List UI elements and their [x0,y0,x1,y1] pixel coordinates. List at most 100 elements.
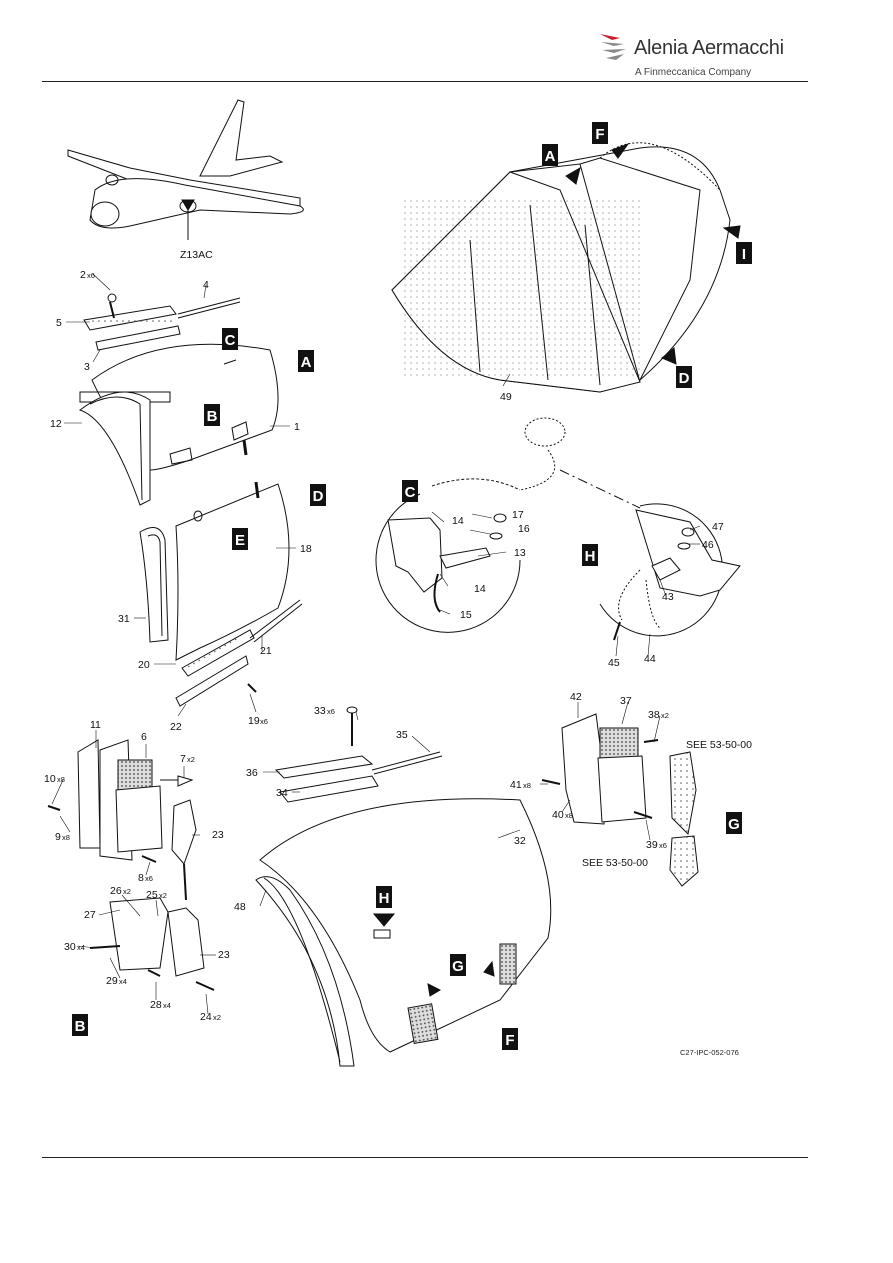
callout-box-b-a: B [204,404,220,426]
callout-box-c-detail: C [402,480,418,502]
callout-box-c-a: C [222,328,238,350]
item-number-label: x4 [77,943,85,952]
item-number-label: 23 [212,829,224,841]
item-number-label: 5 [56,317,62,329]
callout-box-f-view: F [502,1028,518,1050]
company-logo: Alenia Aermacchi A Finmeccanica Company [598,28,798,80]
figure-code: C27-IPC-052-076 [680,1048,739,1057]
item-number-label: 10 [44,773,56,785]
item-number-label: 25 [146,889,158,901]
callout-box-a-main: A [542,144,558,166]
item-number-label: D [679,370,690,387]
item-number-label: 38 [648,709,660,721]
header-rule [42,81,808,82]
callout-box-f-main: F [592,122,608,144]
item-number-label: x2 [159,891,167,900]
item-number-label: 47 [712,521,724,533]
aircraft-locator [67,99,304,240]
item-number-label: x6 [327,707,335,716]
item-number-label: x8 [523,781,531,790]
item-number-label: D [313,488,324,505]
item-number-label: x4 [119,977,127,986]
footer-rule [42,1157,808,1158]
item-number-label: 14 [474,583,486,595]
view-callout-boxes: A F I D A C B D E C H G B H G F [72,122,752,1050]
item-number-label: H [379,890,390,907]
item-number-label: 15 [460,609,472,621]
item-number-label: A [301,354,312,371]
item-number-label: 39 [646,839,658,851]
assembly-view-b [47,739,215,991]
item-number-label: 46 [702,539,714,551]
item-number-label: 6 [141,731,147,743]
item-number-label: A [545,148,556,165]
item-number-label: x8 [565,811,573,820]
callout-box-a-view: A [298,350,314,372]
item-number-label: G [728,816,740,833]
item-number-label: 36 [246,767,258,779]
item-number-label: 29 [106,975,118,987]
item-number-label: 24 [200,1011,212,1023]
item-number-label: x8 [62,833,70,842]
callout-box-i-main: I [736,242,752,264]
assembly-view-g [541,713,699,887]
item-number-label: 45 [608,657,620,669]
callout-box-g-view: G [726,812,742,834]
assembly-view-a [78,293,279,506]
item-number-label: 11 [90,719,101,731]
item-number-label: x2 [123,887,131,896]
item-number-label: 12 [50,418,62,430]
item-number-label: x8 [57,775,65,784]
callout-box-b-view: B [72,1014,88,1036]
item-number-label: H [585,548,596,565]
detail-view-c [375,417,641,633]
item-number-label: C [225,332,236,349]
callout-box-g-f: G [450,954,466,976]
item-number-label: E [235,532,245,549]
item-number-label: I [742,246,746,263]
see-ref-2: SEE 53-50-00 [582,857,648,869]
item-number-label: x6 [145,874,153,883]
item-number-label: 17 [512,509,524,521]
item-number-label: 19 [248,715,260,727]
item-number-label: 27 [84,909,96,921]
item-number-label: 35 [396,729,408,741]
item-number-label: x6 [659,841,667,850]
assembly-view-f [255,706,552,1067]
item-number-label: 7 [180,753,186,765]
item-number-label: 13 [514,547,526,559]
item-number-label: 22 [170,721,182,733]
item-number-label: 2 [80,269,86,281]
company-subtitle: A Finmeccanica Company [635,67,752,78]
item-number-label: x2 [661,711,669,720]
callout-box-h-f: H [376,886,392,908]
company-name: Alenia Aermacchi [634,37,784,59]
callout-box-h-detail: H [582,544,598,566]
item-number-label: G [452,958,464,975]
item-number-label: 31 [118,613,130,625]
item-number-label: B [75,1018,86,1035]
callout-box-d-main: D [676,366,692,388]
item-number-label: 34 [276,787,288,799]
callout-box-e-d: E [232,528,248,550]
wing-stripes-logo-icon [600,34,626,60]
item-number-label: x6 [87,271,95,280]
item-number-label: x6 [260,717,268,726]
item-number-label: 48 [234,901,246,913]
item-number-label: 8 [138,872,144,884]
main-cowling-view [391,142,741,393]
item-number-label: 33 [314,705,326,717]
item-number-label: F [595,126,604,143]
item-number-label: F [505,1032,514,1049]
leader-lines [51,273,701,1015]
detail-view-h [599,503,741,641]
item-number-label: 3 [84,361,90,373]
see-ref-1: SEE 53-50-00 [686,739,752,751]
item-number-label: 16 [518,523,530,535]
callout-box-d-view: D [310,484,326,506]
item-number-label: 20 [138,659,150,671]
item-number-label: 30 [64,941,76,953]
